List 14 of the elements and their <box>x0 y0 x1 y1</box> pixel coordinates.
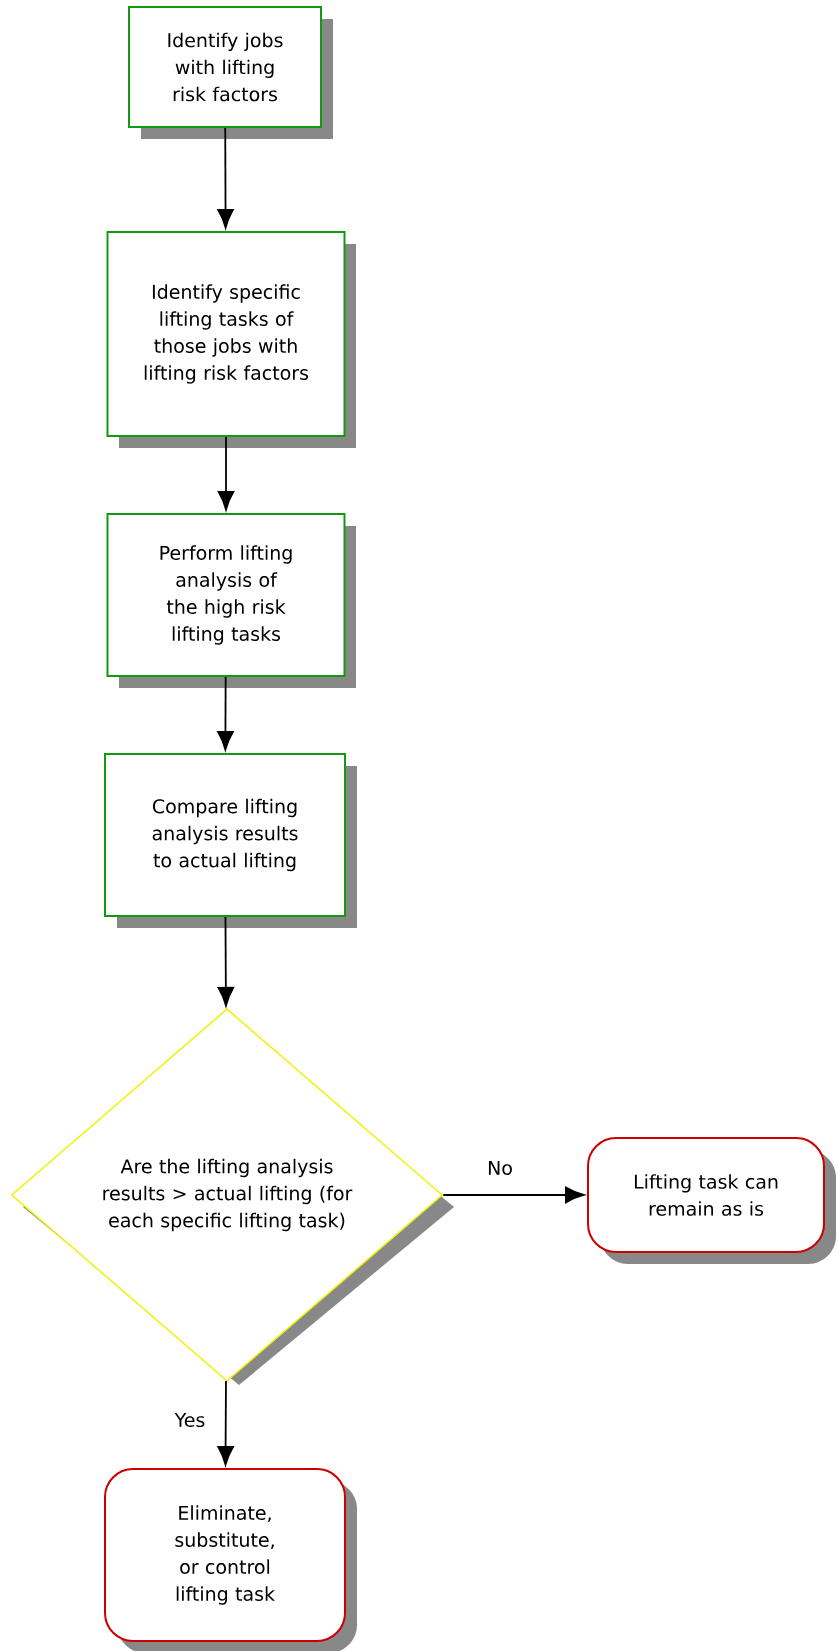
arrow <box>217 127 234 229</box>
arrow <box>217 436 235 511</box>
arrow <box>217 676 234 751</box>
terminal-box: Eliminate, substitute, or control lifting task <box>104 1468 357 1651</box>
process-box: Perform lifting analysis of the high risk lifting tasks <box>106 513 356 688</box>
process-box: Identify jobs with lifting risk factors <box>128 6 333 139</box>
process-box: Compare lifting analysis results to actual lifting <box>104 753 357 928</box>
arrow <box>217 916 235 1007</box>
edge-label: No <box>485 1158 515 1178</box>
terminal-box: Lifting task can remain as is <box>587 1137 836 1264</box>
arrow <box>442 1186 585 1204</box>
edge-label: Yes <box>172 1410 208 1430</box>
arrow <box>217 1380 234 1466</box>
process-box: Identify specific lifting tasks of those jobs with lifting risk factors <box>106 231 356 448</box>
